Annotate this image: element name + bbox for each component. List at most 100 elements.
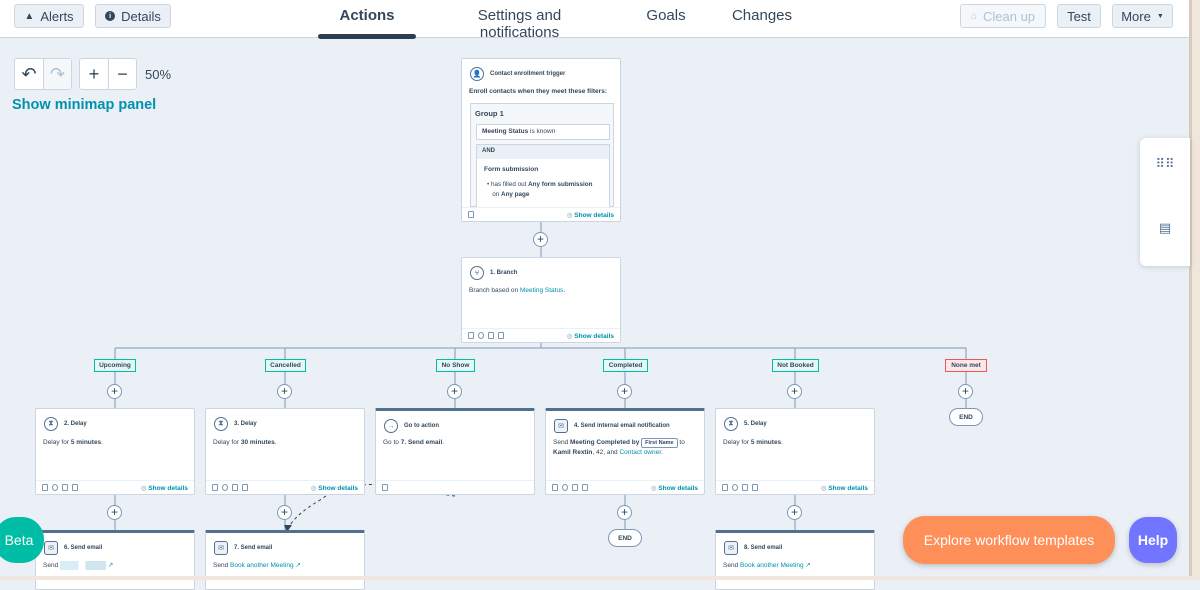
undo-button[interactable]: ↶ [15,59,43,89]
hourglass-icon: ⧗ [214,417,228,431]
plus-icon: + [961,384,969,398]
plus-icon: + [620,505,628,519]
add-action-button[interactable]: + [447,384,462,399]
branch-title: 1. Branch [490,270,518,276]
tab-actions[interactable]: Actions [339,7,395,24]
show-details-link[interactable]: ◎ Show details [567,332,614,340]
add-action-button[interactable]: + [787,384,802,399]
action-body: Send Meeting Completed by First Name to … [553,438,703,458]
action-card-internal-email[interactable]: ✉4. Send internal email notification Sen… [545,408,705,495]
branch-card[interactable]: ⑂1. Branch Branch based on Meeting Statu… [461,257,621,343]
body-end: . [781,439,783,446]
first-name-token: First Name [641,438,678,448]
branch-property-link[interactable]: Meeting Status [519,287,564,294]
add-action-button[interactable]: + [107,505,122,520]
add-action-button[interactable]: + [787,505,802,520]
action-card-send-email-6[interactable]: ✉6. Send email Send ↗ [35,530,195,590]
delete-icon[interactable] [242,484,248,491]
zoom-out-button[interactable]: − [108,59,136,89]
delete-icon[interactable] [72,484,78,491]
recipient-rest: , 42, and [592,449,620,456]
comment-icon[interactable]: ▤ [1158,220,1172,235]
copy-icon[interactable] [212,484,218,491]
zoom-in-button[interactable]: + [80,59,108,89]
action-card-delay-5[interactable]: ⧗5. Delay Delay for 5 minutes. ◎ Show de… [715,408,875,495]
copy-icon[interactable] [42,484,48,491]
move-icon[interactable] [478,332,484,339]
plus-icon: + [280,384,288,398]
show-details-link[interactable]: ◎ Show details [651,484,698,492]
plus-icon: + [450,384,458,398]
show-details-link[interactable]: ◎ Show details [567,211,614,219]
move-icon[interactable] [222,484,228,491]
redo-button[interactable]: ↷ [43,59,71,89]
explore-workflow-templates-button[interactable]: Explore workflow templates [903,516,1115,564]
clone-icon[interactable] [232,484,238,491]
action-card-send-email-7[interactable]: ✉7. Send email Send Book another Meeting… [205,530,365,590]
show-details-link[interactable]: ◎ Show details [311,484,358,492]
delete-icon[interactable] [498,332,504,339]
email-icon: ✉ [554,419,568,433]
alerts-button[interactable]: ▲ Alerts [14,4,84,28]
caret-down-icon: ▼ [1156,12,1164,20]
enrollment-trigger-card[interactable]: 👤Contact enrollment trigger Enroll conta… [461,58,621,222]
cond-on: on [490,191,502,198]
show-details-link[interactable]: ◎ Show details [141,484,188,492]
plus-icon: + [790,384,798,398]
delete-icon[interactable] [468,211,474,218]
window-bottom-edge [0,576,1200,580]
add-action-button[interactable]: + [107,384,122,399]
active-tab-indicator [318,34,416,39]
action-card-delay-2[interactable]: ⧗2. Delay Delay for 5 minutes. ◎ Show de… [35,408,195,495]
delete-icon[interactable] [752,484,758,491]
external-link-icon: ↗ [805,562,811,569]
details-button[interactable]: i Details [95,4,171,28]
copy-icon[interactable] [722,484,728,491]
move-icon[interactable] [52,484,58,491]
show-details-link[interactable]: ◎ Show details [821,484,868,492]
action-title: 6. Send email [64,545,103,551]
add-action-button[interactable]: + [617,505,632,520]
move-icon[interactable] [732,484,738,491]
copy-icon[interactable] [468,332,474,339]
trigger-title: Contact enrollment trigger [490,71,566,77]
tab-changes[interactable]: Changes [731,7,793,24]
action-title: Go to action [404,423,439,429]
copy-icon[interactable] [552,484,558,491]
add-action-button[interactable]: + [277,505,292,520]
tab-settings-and-notifications[interactable]: Settings and notifications [477,7,562,41]
add-action-button[interactable]: + [277,384,292,399]
action-card-send-email-8[interactable]: ✉8. Send email Send Book another Meeting… [715,530,875,590]
plus-icon: + [280,505,288,519]
contact-owner-link[interactable]: Contact owner [619,449,662,456]
tab-goals[interactable]: Goals [646,7,686,24]
add-action-button[interactable]: + [617,384,632,399]
beta-button[interactable]: Beta [0,517,44,563]
move-icon[interactable] [562,484,568,491]
clone-icon[interactable] [742,484,748,491]
window-edge [1189,0,1200,580]
eye-icon: ◎ [310,484,317,492]
keypad-icon[interactable]: ⠿⠿ [1155,156,1175,171]
more-button[interactable]: More ▼ [1112,4,1173,28]
help-button[interactable]: Help [1129,517,1177,563]
test-button[interactable]: Test [1057,4,1101,28]
filter-property: Meeting Status [482,128,529,135]
email-link[interactable]: Book another Meeting [740,562,804,569]
action-card-go-to[interactable]: →Go to action Go to 7. Send email. [375,408,535,495]
email-link[interactable]: Book another Meeting [230,562,294,569]
body-text: Delay for [723,439,751,446]
add-action-button[interactable]: + [958,384,973,399]
card-footer [376,480,534,494]
add-action-button[interactable]: + [533,232,548,247]
show-minimap-link[interactable]: Show minimap panel [12,97,157,113]
action-card-delay-3[interactable]: ⧗3. Delay Delay for 30 minutes. ◎ Show d… [205,408,365,495]
clean-up-button[interactable]: ⌂ Clean up [960,4,1046,28]
delete-icon[interactable] [382,484,388,491]
clone-icon[interactable] [62,484,68,491]
delete-icon[interactable] [582,484,588,491]
action-body: Delay for 5 minutes. [723,438,783,448]
card-footer: ◎ Show details [546,480,704,494]
clone-icon[interactable] [572,484,578,491]
clone-icon[interactable] [488,332,494,339]
